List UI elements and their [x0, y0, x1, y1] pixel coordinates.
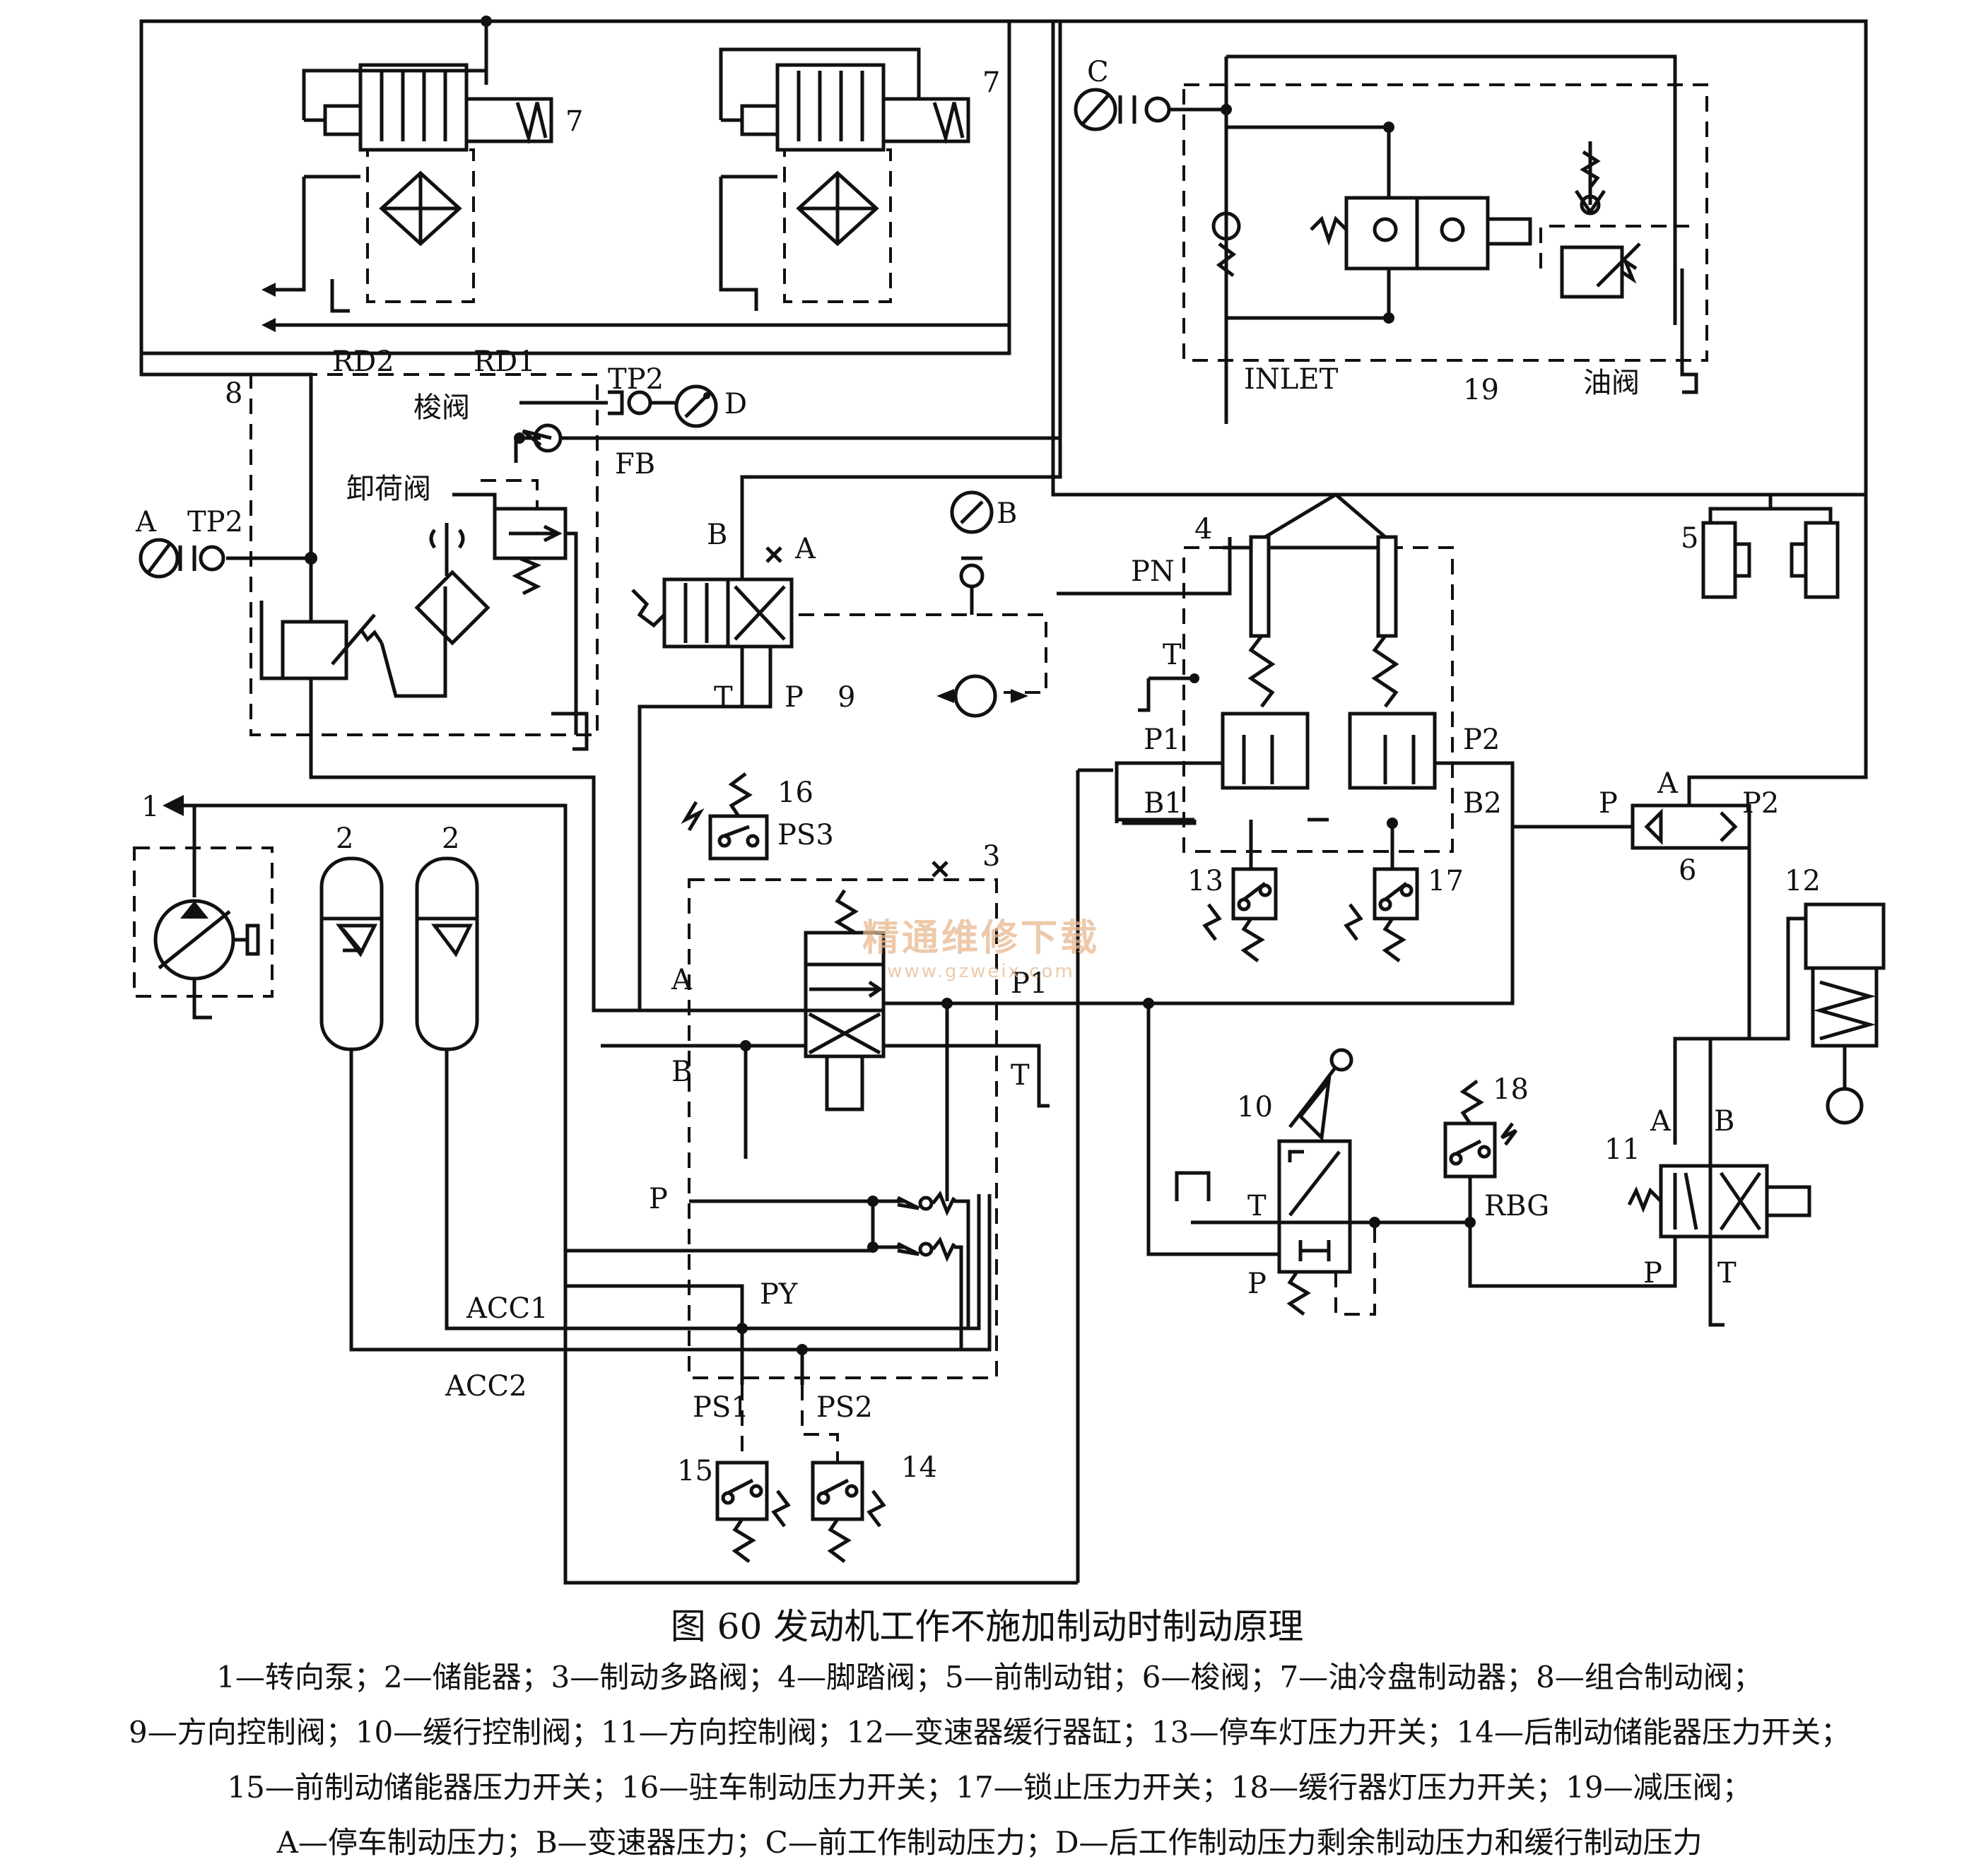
- label-7-left: 7: [565, 105, 583, 138]
- accumulators-2: 2 2: [319, 822, 992, 1352]
- label-fb: FB: [615, 448, 655, 480]
- watermark: 精通维修下载 www.gzweix.com: [862, 908, 1100, 982]
- label-11-p: P: [1643, 1257, 1662, 1290]
- oil-cooled-disc-brakes-7: 7 7: [139, 16, 1011, 355]
- label-ps3: PS3: [777, 819, 834, 851]
- label-6-p: P: [1599, 787, 1618, 820]
- label-10: 10: [1237, 1091, 1273, 1123]
- accumulator-switches-15-14: 15 14: [677, 1451, 937, 1563]
- label-18: 18: [1493, 1073, 1529, 1106]
- label-gauge-a: A: [135, 506, 157, 538]
- label-pn: PN: [1131, 555, 1175, 588]
- direction-control-valve-9: B A B T P 9: [631, 438, 1062, 1010]
- hydraulic-brake-schematic: 7 7: [133, 16, 1886, 1585]
- label-5: 5: [1681, 522, 1698, 555]
- label-4: 4: [1194, 513, 1212, 545]
- label-17: 17: [1428, 865, 1464, 897]
- legend-line: 9—方向控制阀；10—缓行控制阀；11—方向控制阀；12—变速器缓行器缸；13—…: [129, 1715, 1850, 1750]
- watermark-title: 精通维修下载: [862, 917, 1100, 960]
- label-11-a: A: [1650, 1105, 1672, 1138]
- label-11-b: B: [1714, 1105, 1734, 1138]
- label-4-b2: B2: [1463, 787, 1502, 820]
- label-3-b: B: [671, 1056, 692, 1088]
- label-9-b: B: [707, 519, 727, 551]
- label-rd1: RD1: [474, 346, 536, 378]
- label-6-p2: P2: [1742, 787, 1779, 820]
- watermark-url: www.gzweix.com: [887, 961, 1075, 982]
- retarder-cylinder-12-and-valve-11: 12 11 A B P T: [1604, 865, 1886, 1327]
- label-rbg: RBG: [1484, 1190, 1549, 1222]
- label-19: 19: [1463, 374, 1499, 406]
- label-6: 6: [1679, 854, 1696, 887]
- label-4-t: T: [1163, 639, 1182, 671]
- label-4-p2: P2: [1463, 724, 1500, 756]
- label-3-a: A: [671, 964, 693, 996]
- label-15: 15: [677, 1455, 713, 1487]
- label-unload-valve: 卸荷阀: [346, 473, 431, 505]
- label-shuttle-valve: 梭阀: [413, 391, 470, 424]
- label-13: 13: [1187, 865, 1223, 897]
- label-1: 1: [141, 791, 159, 823]
- label-9: 9: [838, 681, 855, 714]
- figure-legend: 1—转向泵；2—储能器；3—制动多路阀；4—脚踏阀；5—前制动钳；6—梭阀；7—…: [42, 1650, 1937, 1870]
- combination-brake-valve-8: RD2 RD1 8 梭阀 TP2 D FB 卸荷阀 A TP2: [135, 19, 1062, 1013]
- label-rd2: RD2: [332, 346, 394, 378]
- label-oil-valve: 油阀: [1583, 367, 1640, 399]
- legend-line: 15—前制动储能器压力开关；16—驻车制动压力开关；17—锁止压力开关；18—缓…: [227, 1770, 1752, 1805]
- label-9-p: P: [785, 681, 804, 714]
- pressure-switches-13-17: 13 17: [1187, 865, 1464, 962]
- label-acc1: ACC1: [466, 1292, 548, 1325]
- figure-caption: 图 60 发动机工作不施加制动时制动原理: [670, 1606, 1304, 1647]
- label-3-p1: P1: [1011, 967, 1047, 1000]
- label-gauge-d: D: [724, 388, 747, 420]
- label-11: 11: [1604, 1133, 1640, 1166]
- label-12: 12: [1785, 865, 1821, 897]
- label-9-a: A: [794, 533, 816, 565]
- label-ps1: PS1: [693, 1391, 749, 1424]
- label-3-t: T: [1011, 1059, 1030, 1092]
- label-9-t: T: [714, 681, 733, 714]
- label-16: 16: [777, 777, 813, 809]
- label-4-p1: P1: [1144, 724, 1180, 756]
- label-10-t: T: [1247, 1190, 1267, 1222]
- steering-pump-1: 1: [133, 791, 568, 1258]
- label-7-right: 7: [982, 66, 1000, 99]
- label-ps2: PS2: [816, 1391, 873, 1424]
- label-2-left: 2: [336, 822, 353, 855]
- pressure-reducing-valve-19: C INLET 19 油阀: [1051, 19, 1868, 497]
- label-inlet: INLET: [1244, 363, 1339, 396]
- label-tp2-left: TP2: [187, 506, 243, 538]
- label-8: 8: [225, 377, 242, 410]
- label-gauge-b: B: [997, 497, 1017, 530]
- label-4-b1: B1: [1144, 787, 1182, 820]
- retarder-light-switch-18: 18 RBG: [1443, 1073, 1549, 1222]
- label-3-p: P: [649, 1183, 668, 1215]
- label-10-p: P: [1247, 1268, 1267, 1300]
- parking-brake-switch-16: 16 PS3: [681, 772, 834, 861]
- label-tp2-top: TP2: [608, 363, 664, 396]
- label-py: PY: [760, 1278, 798, 1311]
- brake-multiway-valve-3: 3 A B P1 T P PY ACC1 ACC2 PS1 PS2: [445, 840, 1078, 1585]
- foot-pedal-valve-4: 4 PN T P1 P2 B1 B2: [1057, 492, 1515, 1583]
- front-calipers-5-and-shuttle-6: 5 P A P2 6: [1512, 495, 1868, 1145]
- legend-line: A—停车制动压力；B—变速器压力；C—前工作制动压力；D—后工作制动压力剩余制动…: [276, 1825, 1703, 1860]
- label-2-right: 2: [442, 822, 459, 855]
- label-11-t: T: [1717, 1257, 1737, 1290]
- retarder-control-valve-10: 10 T P: [1143, 998, 1657, 1316]
- label-3: 3: [982, 840, 1000, 873]
- label-6-a: A: [1657, 767, 1679, 800]
- label-acc2: ACC2: [445, 1370, 527, 1403]
- legend-line: 1—转向泵；2—储能器；3—制动多路阀；4—脚踏阀；5—前制动钳；6—梭阀；7—…: [216, 1660, 1763, 1694]
- label-gauge-c: C: [1087, 56, 1109, 88]
- label-14: 14: [901, 1451, 937, 1484]
